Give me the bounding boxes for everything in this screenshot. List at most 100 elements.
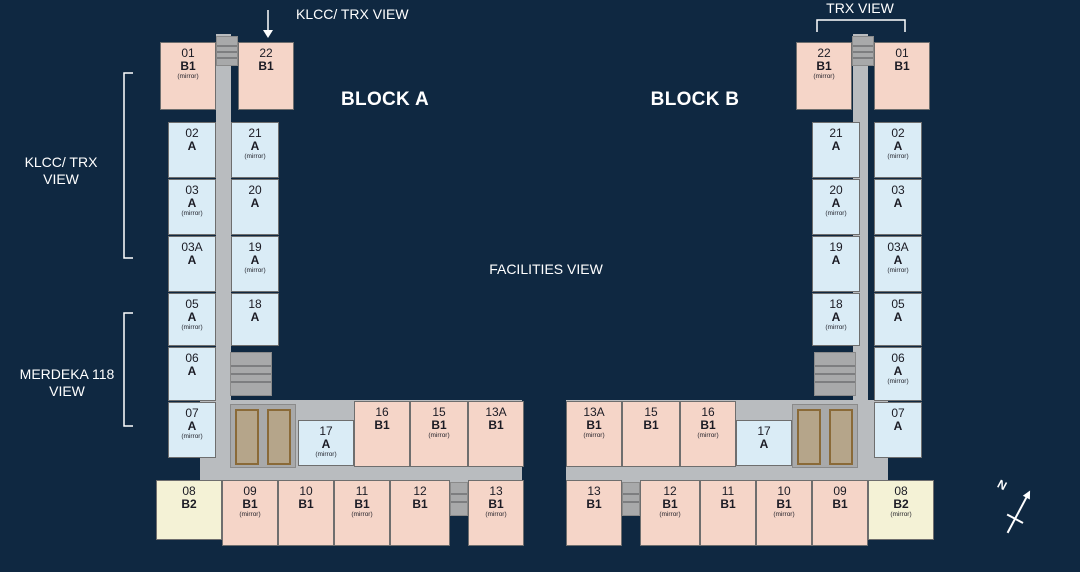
unit-type: A [893,196,903,210]
unit-type: B1 [832,497,848,511]
unit-number: 05 [891,297,905,311]
unit-type: A [187,253,197,267]
unit-number: 19 [248,240,262,254]
unit-type: A [187,419,197,433]
unit-type: B1 [662,497,678,511]
unit-type: A [187,310,197,324]
unit-type: A [250,310,260,324]
unit-number: 02 [185,126,199,140]
unit-mirror-note: (mirror) [428,432,450,439]
unit-mirror-note: (mirror) [887,153,909,160]
unit-type: B1 [816,59,832,73]
unit-type: A [250,253,260,267]
unit-mirror-note: (mirror) [351,511,373,518]
unit-type: A [831,310,841,324]
unit-number: 13A [485,405,507,419]
unit-type: B1 [374,418,390,432]
bracket-klcc-trx [123,72,133,259]
unit-type: B1 [488,497,504,511]
unit-type: A [187,139,197,153]
down-arrow-icon [263,10,273,38]
unit-number: 19 [829,240,843,254]
unit-type: B1 [180,59,196,73]
unit-mirror-note: (mirror) [773,511,795,518]
unit-number: 03A [181,240,203,254]
unit-number: 22 [817,46,831,60]
unit-type: B1 [776,497,792,511]
unit-number: 21 [248,126,262,140]
block-a-title: BLOCK A [341,89,429,110]
unit-number: 17 [757,424,771,438]
unit-number: 08 [182,484,196,498]
unit-mirror-note: (mirror) [697,432,719,439]
unit-number: 15 [432,405,446,419]
unit-type: B1 [488,418,504,432]
unit-number: 02 [891,126,905,140]
unit-number: 01 [181,46,195,60]
stair-core-a-top [216,36,238,66]
unit-type: B2 [893,497,909,511]
unit-mirror-note: (mirror) [659,511,681,518]
unit-type: A [893,419,903,433]
unit-type: A [893,310,903,324]
unit-number: 16 [701,405,715,419]
facilities-view-label: FACILITIES VIEW [489,261,603,277]
stair-core-b-mid [814,352,856,396]
block-b-top-view-label: TRX VIEW [826,0,894,16]
unit-number: 01 [895,46,909,60]
unit-mirror-note: (mirror) [244,153,266,160]
stair-core-a-mid [230,352,272,396]
unit-number: 10 [777,484,791,498]
unit-mirror-note: (mirror) [181,210,203,217]
unit-type: B1 [354,497,370,511]
unit-number: 06 [185,351,199,365]
bracket-trx [816,19,906,32]
unit-mirror-note: (mirror) [583,432,605,439]
unit-number: 03 [891,183,905,197]
